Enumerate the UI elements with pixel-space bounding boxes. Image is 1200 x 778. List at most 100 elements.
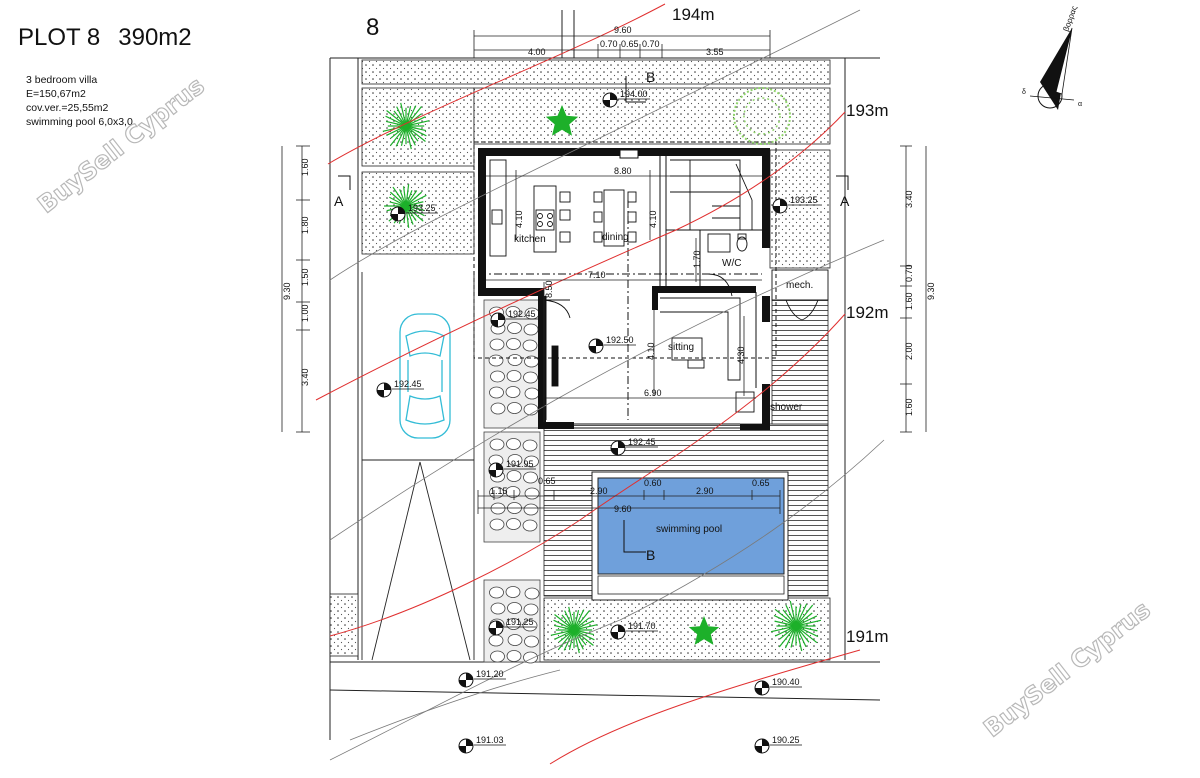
swimming-pool [591, 471, 789, 601]
room-mech: mech. [786, 280, 813, 291]
watermark: BuySell Cyprus [32, 72, 209, 219]
level-value: 191.03 [476, 735, 504, 745]
contour-label-193: 193m [846, 101, 889, 120]
level-value: 194.00 [620, 89, 648, 99]
plant-icon [770, 600, 822, 652]
level-marker: 194.00 [602, 89, 650, 108]
info-line: E=150,67m2 [26, 88, 86, 100]
level-value: 192.50 [606, 335, 634, 345]
dim-top-part: 0.65 [621, 39, 639, 49]
level-marker: 190.40 [754, 677, 802, 696]
dim-right-part: 1.60 [904, 398, 914, 416]
level-marker: 191.70 [610, 621, 658, 640]
level-value: 191.70 [628, 621, 656, 631]
dim-width-710: 7.10 [588, 270, 606, 280]
level-marker: 192.45 [376, 379, 424, 398]
level-marker: 193.25 [772, 195, 820, 214]
mech-room [771, 269, 829, 321]
dim-left-part: 3.40 [300, 368, 310, 386]
dim-h-850: 8.50 [544, 280, 554, 298]
villa-info: 3 bedroom villa E=150,67m2 cov.ver.=25,5… [26, 73, 133, 129]
kitchen-fixtures [489, 159, 571, 257]
level-value: 193.25 [408, 203, 436, 213]
plot-title: PLOT 8 [18, 24, 101, 51]
dim-pool-total: 9.60 [614, 504, 632, 514]
dim-top-total: 9.60 [614, 25, 632, 35]
level-marker: 190.25 [754, 735, 802, 754]
contour-label-191: 191m [846, 627, 889, 646]
plot-header: PLOT 8 390m2 [18, 24, 210, 52]
house-inner [473, 141, 777, 429]
section-b-bottom: B [646, 547, 655, 563]
dim-left-part: 1.80 [300, 216, 310, 234]
compass-icon: δ α [1022, 27, 1082, 110]
house-walls [478, 148, 770, 430]
level-marker: 192.45 [610, 437, 658, 456]
plot-area: 390m2 [118, 24, 192, 51]
level-value: 192.45 [394, 379, 422, 389]
level-value: 191.20 [476, 669, 504, 679]
sofa-set [551, 297, 755, 413]
dim-h-410c: 4.10 [646, 342, 656, 360]
info-line: swimming pool 6,0x3,0 [26, 116, 133, 128]
level-marker: 193.25 [390, 203, 438, 222]
staircase [670, 159, 753, 230]
dim-left-part: 1.60 [300, 158, 310, 176]
level-value: 190.25 [772, 735, 800, 745]
dim-top-part: 0.70 [642, 39, 660, 49]
dim-h-410b: 4.10 [648, 210, 658, 228]
dim-right-part: 1.60 [904, 292, 914, 310]
plant-icon [382, 102, 430, 150]
contour-lines [315, 3, 861, 765]
level-value: 192.45 [508, 309, 536, 319]
dimension-lines [281, 30, 927, 514]
room-kitchen: kitchen [514, 234, 546, 245]
dim-width-690: 6.90 [644, 388, 662, 398]
compass-label: βορρας [1061, 4, 1079, 32]
dim-right-part: 0.70 [904, 264, 914, 282]
dim-top-part: 4.00 [528, 47, 546, 57]
shrub-icon [545, 105, 579, 136]
info-line: 3 bedroom villa [26, 74, 98, 86]
section-b-top: B [646, 69, 655, 85]
pool-label: swimming pool [656, 524, 722, 535]
svg-text:α: α [1078, 101, 1082, 108]
plot-number: 8 [366, 14, 380, 41]
car-icon [399, 313, 451, 439]
dim-right-part: 3.40 [904, 190, 914, 208]
driveway [361, 272, 475, 661]
dim-pool-part: 2.90 [696, 486, 714, 496]
level-value: 191.25 [506, 617, 534, 627]
dim-pool-part: 0.60 [644, 478, 662, 488]
dim-pool-part: 1.15 [490, 486, 508, 496]
dim-pool-part: 2.90 [590, 486, 608, 496]
room-wc: W/C [722, 258, 741, 269]
contour-label-194: 194m [672, 5, 715, 24]
room-dining: dining [602, 232, 629, 243]
section-a-right: A [840, 193, 850, 209]
palm-icon [382, 87, 822, 654]
level-marker: 192.45 [490, 309, 538, 328]
level-marker: 192.50 [588, 335, 636, 354]
level-marker: 191.03 [458, 735, 506, 754]
room-sitting: sitting [668, 342, 694, 353]
dim-top-part: 3.55 [706, 47, 724, 57]
dim-h-170: 1.70 [692, 250, 702, 268]
dim-inner-width: 8.80 [614, 166, 632, 176]
level-value: 193.25 [790, 195, 818, 205]
dim-h-430: 4.30 [736, 346, 746, 364]
dim-right-total: 9.30 [926, 282, 936, 300]
level-value: 191.95 [506, 459, 534, 469]
section-markers [338, 76, 849, 553]
tree-icon [733, 87, 791, 145]
dim-h-410a: 4.10 [514, 210, 524, 228]
level-marker: 191.95 [488, 459, 536, 478]
wc-fixtures [707, 233, 748, 297]
level-marker: 191.20 [458, 669, 506, 688]
contour-label-192: 192m [846, 303, 889, 322]
level-markers: 194.00 193.25 193.25 192.45 192.50 192.45 192.… [376, 89, 820, 754]
level-value: 192.45 [628, 437, 656, 447]
room-shower: shower [770, 402, 803, 413]
dim-pool-part: 0.65 [538, 476, 556, 486]
dining-table [593, 189, 637, 247]
